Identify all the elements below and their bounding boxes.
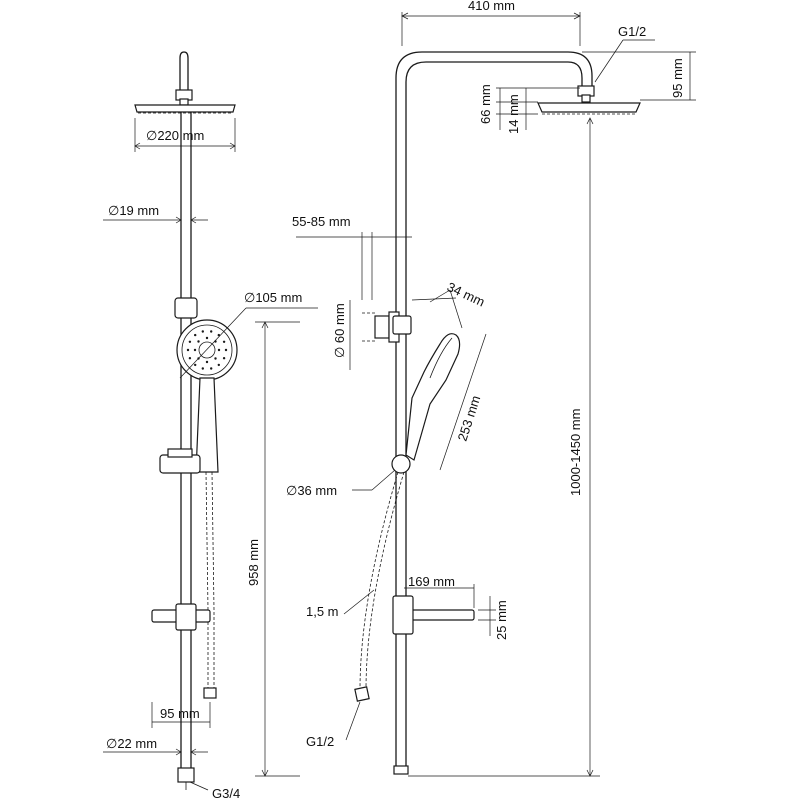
label-total-height-range: 1000-1450 mm: [568, 409, 583, 496]
label-side-height: 958 mm: [246, 539, 261, 586]
label-head-thickness: 14 mm: [506, 94, 521, 134]
label-holder-diameter: ∅ 60 mm: [332, 303, 347, 358]
label-shelf-depth: 95 mm: [160, 706, 200, 721]
label-holder-offset: 55-85 mm: [292, 214, 351, 229]
label-inlet-thread-top: G1/2: [618, 24, 646, 39]
nozzle-dot: [217, 348, 221, 352]
nozzle-dot: [214, 357, 217, 360]
nozzle-dot: [201, 330, 204, 333]
nozzle-dot: [188, 340, 192, 343]
dimension-labels: 410 mm G1/2 95 mm 66 mm 14 mm ∅220 mm ∅1…: [106, 0, 685, 800]
label-hose-length: 1,5 m: [306, 604, 339, 619]
overhead-arm: [395, 51, 593, 768]
overhead-shower-head: [134, 104, 236, 113]
label-head-diameter: ∅220 mm: [146, 128, 204, 143]
slider-bracket: [159, 454, 201, 474]
overhead-head-front: [537, 102, 641, 113]
label-connection-thread: G3/4: [212, 786, 240, 800]
hose-side: [205, 471, 209, 690]
nozzle-dot: [194, 333, 197, 337]
handshower-handle: [195, 377, 219, 473]
hose-front: [359, 471, 399, 691]
label-handshower-width: 34 mm: [445, 279, 487, 309]
side-view: [103, 51, 318, 791]
nozzle-dot: [186, 348, 190, 352]
handshower-face: [176, 319, 238, 381]
nozzle-dot: [188, 357, 192, 360]
nozzle-dot: [197, 340, 200, 343]
label-hose-thread: G1/2: [306, 734, 334, 749]
label-pipe-diameter: ∅22 mm: [106, 736, 157, 751]
handshower-nozzles: [186, 330, 228, 370]
nozzle-dot: [201, 367, 204, 370]
label-head-drop: 95 mm: [670, 58, 685, 98]
label-rail-diameter: ∅19 mm: [108, 203, 159, 218]
diverter: [391, 454, 411, 474]
wall-holder: [374, 315, 390, 339]
nozzle-dot: [210, 330, 213, 333]
front-view: [296, 12, 696, 777]
label-handshower-diameter: ∅105 mm: [244, 290, 302, 305]
nozzle-dot: [217, 333, 220, 337]
label-head-width-front: 410 mm: [468, 0, 515, 13]
nozzle-dot: [222, 340, 226, 343]
label-handshower-length: 253 mm: [455, 394, 484, 443]
nozzle-dot: [205, 360, 209, 364]
label-shelf-height: 25 mm: [494, 600, 509, 640]
nozzle-dot: [194, 363, 197, 367]
nozzle-dot: [205, 336, 209, 340]
nozzle-dot: [217, 363, 220, 367]
nozzle-dot: [222, 357, 226, 360]
label-head-height: 66 mm: [478, 84, 493, 124]
nozzle-dot: [193, 348, 197, 352]
nozzle-dot: [224, 348, 228, 352]
nozzle-dot: [210, 367, 213, 370]
label-diverter-diameter: ∅36 mm: [286, 483, 337, 498]
label-shelf-length: 169 mm: [408, 574, 455, 589]
handshower-front: [405, 333, 461, 461]
